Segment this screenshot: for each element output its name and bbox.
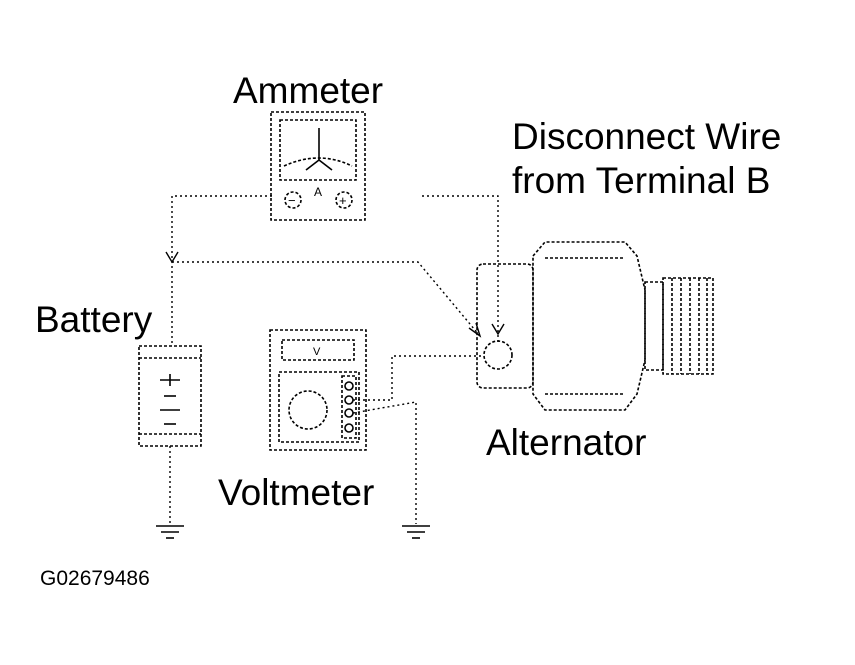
- battery-label: Battery: [35, 299, 153, 340]
- ammeter-label: Ammeter: [233, 70, 384, 111]
- wires: [169, 195, 499, 524]
- ammeter-negative-terminal: [284, 191, 302, 209]
- disconnect-note-line1: Disconnect Wire: [512, 116, 782, 157]
- ammeter-positive-sign: +: [339, 193, 347, 208]
- ammeter-unit-label: A: [314, 185, 322, 199]
- ammeter-positive-terminal: [335, 191, 353, 209]
- alternator-pulley: [662, 277, 714, 375]
- figure-code: G02679486: [40, 567, 150, 590]
- alternator-label: Alternator: [486, 422, 647, 463]
- ground-symbol-voltmeter: [402, 525, 430, 539]
- ground-symbol-battery: [156, 525, 184, 539]
- disconnect-note-line2: from Terminal B: [512, 160, 771, 201]
- ammeter-device: [270, 111, 366, 221]
- voltmeter-device: [269, 329, 367, 451]
- battery-device: [138, 345, 202, 447]
- voltmeter-unit-label: V: [313, 346, 321, 358]
- alternator-terminal-b: [483, 340, 513, 370]
- alternator-device: [476, 241, 714, 411]
- voltmeter-label: Voltmeter: [218, 472, 375, 513]
- ammeter-negative-sign: −: [288, 193, 296, 208]
- voltmeter-terminal: [344, 408, 354, 418]
